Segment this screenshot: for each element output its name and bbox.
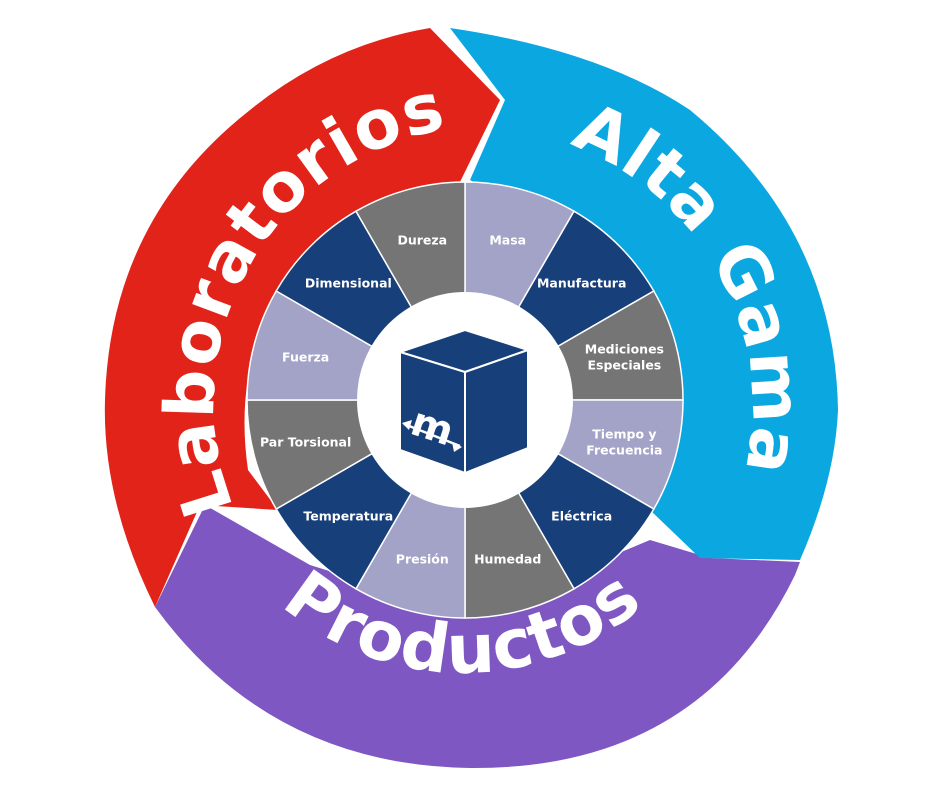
segment-label-10: Dimensional	[305, 275, 392, 290]
band-productos	[155, 505, 800, 769]
band-laboratorios	[104, 28, 500, 607]
segment-label-5: Humedad	[474, 551, 541, 566]
segment-label-1: Manufactura	[537, 275, 626, 290]
segment-label-0: Masa	[489, 233, 526, 248]
segment-label-7: Temperatura	[303, 509, 393, 524]
segment-label-8: Par Torsional	[260, 435, 351, 450]
segment-label-4: Eléctrica	[551, 509, 612, 524]
segment-label-11: Dureza	[397, 233, 447, 248]
segment-label-6: Presión	[396, 551, 449, 566]
segment-label-9: Fuerza	[282, 349, 329, 364]
measure-arrow-icon	[403, 422, 461, 448]
cube-logo-icon: m	[396, 328, 532, 475]
